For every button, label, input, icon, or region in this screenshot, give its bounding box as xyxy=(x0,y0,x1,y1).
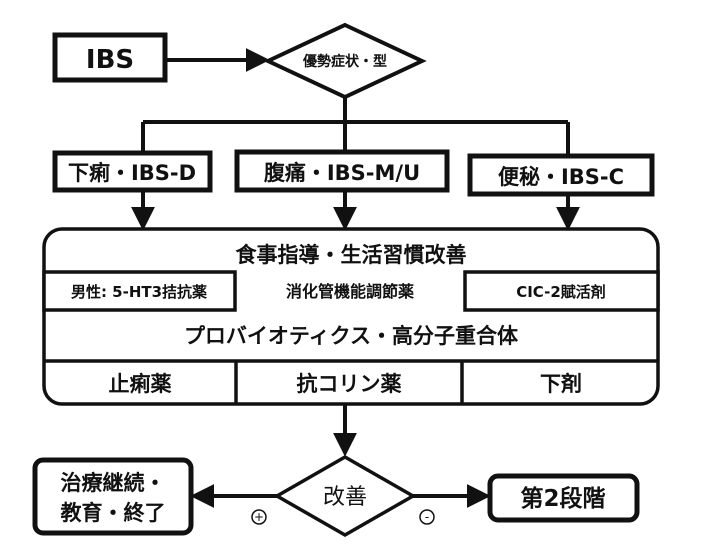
treatment-anticholinergic: 抗コリン薬 xyxy=(297,372,402,396)
node-diarrhea: 下痢・IBS-D xyxy=(52,150,213,193)
treatment-block: 食事指導・生活習慣改善 男性: 5-HT3拮抗薬 消化管機能調節薬 CIC-2賦… xyxy=(42,227,660,406)
cell-male-5ht3-box xyxy=(42,270,237,312)
node-continue-line2: 教育・終了 xyxy=(61,501,166,525)
node-constipation-label: 便秘・IBS-C xyxy=(498,165,624,189)
treatment-gi-motility: 消化管機能調節薬 xyxy=(286,282,415,301)
edge-minus: - xyxy=(419,509,435,525)
node-improvement: 改善 xyxy=(273,454,417,538)
treatment-diet-lifestyle: 食事指導・生活習慣改善 xyxy=(236,243,467,267)
node-dominant-symptom: 優勢症状・型 xyxy=(263,22,427,100)
node-diarrhea-label: 下痢・IBS-D xyxy=(68,161,196,185)
node-abdominal-pain: 腹痛・IBS-M/U xyxy=(234,149,450,193)
edge-plus-label: + xyxy=(254,510,264,524)
node-second-stage-label: 第2段階 xyxy=(520,485,605,512)
treatment-laxative: 下剤 xyxy=(540,372,582,396)
connectors xyxy=(131,48,580,508)
treatment-male-5ht3: 男性: 5-HT3拮抗薬 xyxy=(71,283,207,301)
node-ibs: IBS xyxy=(52,32,168,83)
node-second-stage: 第2段階 xyxy=(487,473,640,523)
edge-plus: + xyxy=(251,509,267,525)
node-ibs-label: IBS xyxy=(86,45,134,75)
node-continue: 治療継続・ 教育・終了 xyxy=(32,457,194,536)
edge-minus-label: - xyxy=(425,510,429,524)
node-improvement-label: 改善 xyxy=(323,485,367,510)
cell-cic2-box xyxy=(463,270,660,312)
treatment-probiotics: プロバイオティクス・高分子重合体 xyxy=(184,324,519,348)
node-abdominal-pain-label: 腹痛・IBS-M/U xyxy=(264,161,420,185)
node-dominant-symptom-label: 優勢症状・型 xyxy=(302,53,387,70)
treatment-antidiarrheal: 止痢薬 xyxy=(109,372,172,396)
node-constipation: 便秘・IBS-C xyxy=(467,153,655,197)
treatment-cic2: CIC-2賦活剤 xyxy=(516,283,606,301)
node-continue-line1: 治療継続・ xyxy=(61,471,166,495)
